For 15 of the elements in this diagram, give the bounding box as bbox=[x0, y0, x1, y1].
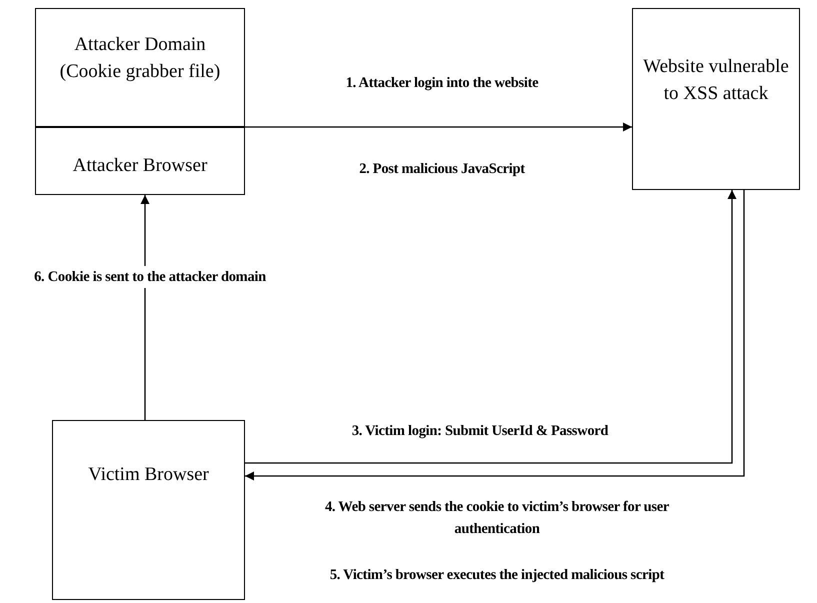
arrow bbox=[140, 195, 150, 420]
box-label: Attacker Domain (Cookie grabber file) bbox=[58, 33, 222, 84]
edge-label: 4. Web server sends the cookie to victim’s browser for user authentication bbox=[324, 498, 670, 539]
box-label: Website vulnerable to XSS attack bbox=[642, 55, 790, 106]
edge-label: 1. Attacker login into the website bbox=[344, 74, 540, 93]
step-label: 2. Post malicious JavaScript bbox=[358, 160, 526, 179]
edge-label: 3. Victim login: Submit UserId & Password bbox=[350, 422, 610, 441]
process-box bbox=[52, 420, 245, 600]
process-box bbox=[35, 127, 245, 195]
step-label: 5. Victim’s browser executes the injected malicious script bbox=[328, 566, 666, 585]
arrow bbox=[245, 122, 632, 132]
process-box bbox=[632, 8, 800, 190]
box-label: Victim Browser bbox=[88, 463, 209, 487]
box-label: Attacker Browser bbox=[72, 154, 208, 178]
process-box bbox=[35, 8, 245, 127]
